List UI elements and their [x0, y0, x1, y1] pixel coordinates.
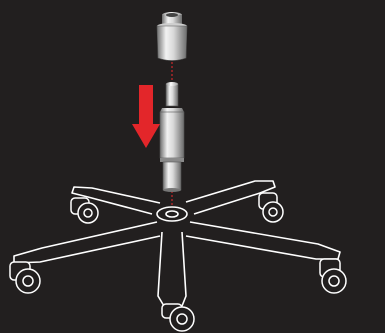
gas-lift-cover-icon: [156, 12, 188, 61]
caster-wheel-icon: [258, 192, 284, 223]
chair-base-icon: [13, 180, 341, 307]
caster-wheel-icon: [161, 303, 195, 332]
caster-wheel-icon: [9, 261, 41, 294]
caster-wheel-icon: [70, 197, 99, 224]
gas-lift-cylinder-icon: [159, 82, 185, 192]
caster-wheel-icon: [319, 258, 347, 294]
down-arrow-icon: [132, 85, 160, 148]
